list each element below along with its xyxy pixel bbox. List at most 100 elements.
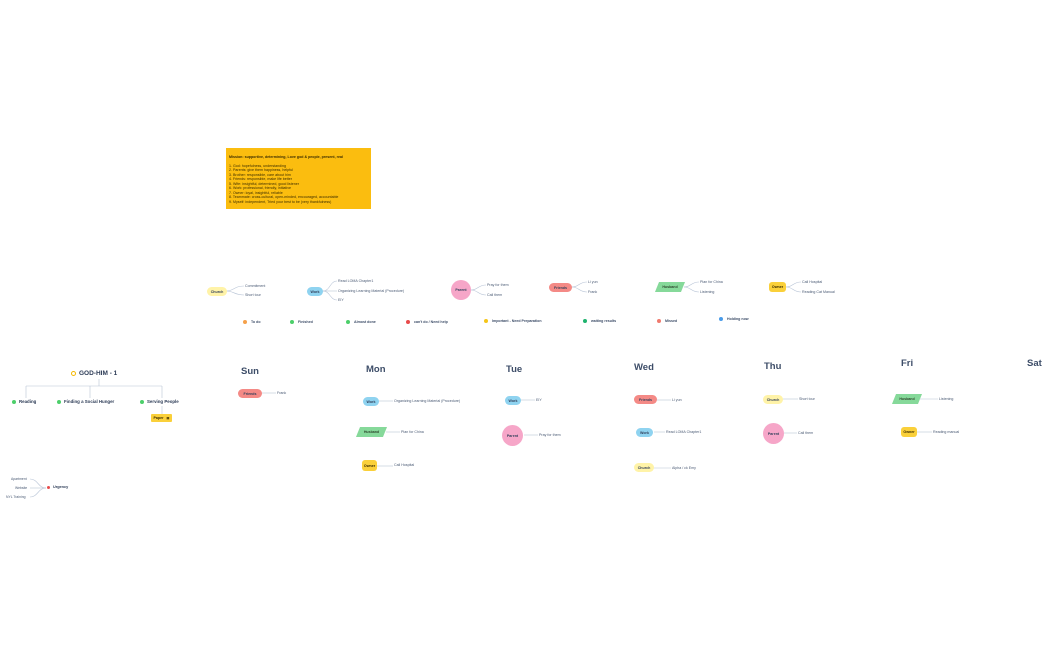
- wed-entry-tag[interactable]: Friends: [634, 395, 657, 404]
- urgency-node[interactable]: Urgency: [47, 485, 68, 489]
- tue-entry-tag[interactable]: Work: [505, 396, 521, 405]
- fri-entry-tag[interactable]: Husband: [894, 394, 920, 404]
- thu-entry-text[interactable]: Call them: [798, 431, 814, 435]
- legend-item-almost-done: Almost done: [346, 320, 376, 324]
- note-item: 6. Work: professional, friendly, initiat…: [229, 186, 291, 191]
- note-item: 1. God: hopefulness, understanding: [229, 163, 286, 168]
- thu-entry-tag[interactable]: Church: [763, 395, 783, 404]
- note-item: 2. Parents: give them happiness, helpful: [229, 168, 293, 173]
- mindmap-branch[interactable]: Finding a Social Hunger: [57, 399, 114, 404]
- friends-item[interactable]: Li yun: [588, 280, 598, 284]
- role-friends-node[interactable]: Friends: [549, 283, 572, 292]
- owner-item[interactable]: Call Hospital: [802, 280, 823, 284]
- thu-entry-tag[interactable]: Parent: [763, 423, 784, 444]
- role-husband-node[interactable]: Husband: [657, 282, 683, 292]
- legend-item-holding: Holding now: [719, 317, 749, 321]
- wed-entry-text[interactable]: Li yun: [672, 398, 682, 402]
- urgency-item[interactable]: Apartment: [11, 477, 27, 481]
- wed-entry-text[interactable]: Alpha / ck Emy: [672, 466, 696, 470]
- mon-entry-text[interactable]: Plan for China: [401, 430, 424, 434]
- urgency-item[interactable]: Website: [15, 486, 28, 490]
- sun-entry-text[interactable]: Frank: [277, 391, 287, 395]
- mindmap-root[interactable]: GOD-HIM - 1: [71, 370, 117, 377]
- role-parent-node[interactable]: Parent: [451, 280, 471, 300]
- church-item[interactable]: Commitment: [245, 284, 266, 288]
- tue-entry-text[interactable]: EIY: [536, 398, 542, 402]
- mon-entry-tag[interactable]: Work: [363, 397, 379, 406]
- work-item[interactable]: Organizing Learning Material (Procedure): [338, 289, 405, 293]
- status-dot-icon: [57, 399, 61, 404]
- urgency-label: Urgency: [53, 485, 69, 489]
- note-item: 8. Teammate: cross-cultural, open-minded…: [229, 195, 339, 200]
- day-header-sat: Sat: [1027, 358, 1042, 369]
- mon-entry-tag[interactable]: Owner: [362, 460, 377, 471]
- target-icon: [71, 371, 76, 376]
- sun-entry-tag[interactable]: Friends: [238, 389, 262, 398]
- branch-label: Finding a Social Hunger: [64, 399, 115, 404]
- mon-entry-tag[interactable]: Husband: [358, 427, 385, 437]
- fri-entry-text[interactable]: Reading manual: [933, 430, 960, 434]
- legend-item-finished: Finished: [290, 320, 313, 324]
- day-header-wed: Wed: [634, 362, 654, 373]
- branch-label: Serving People: [147, 399, 179, 404]
- status-dot-icon: [290, 320, 294, 324]
- mindmap-branch[interactable]: Serving People: [140, 399, 179, 404]
- fri-entry-text[interactable]: Listening: [939, 397, 954, 401]
- day-header-thu: Thu: [764, 361, 782, 372]
- wed-entry-tag[interactable]: Work: [636, 428, 653, 437]
- legend-item-need-help: can't do / Need help: [406, 320, 448, 324]
- role-church-node[interactable]: Church: [207, 287, 227, 296]
- mon-entry-text[interactable]: Organizing Learning Material (Procedure): [394, 399, 461, 403]
- church-item[interactable]: Short tour: [245, 293, 261, 297]
- legend-item-waiting: waiting results: [583, 319, 616, 323]
- owner-item[interactable]: Reading Cat Manual: [802, 290, 835, 294]
- day-header-fri: Fri: [901, 358, 914, 369]
- mindmap-branch[interactable]: Reading: [12, 399, 36, 404]
- tue-entry-tag[interactable]: Parent: [502, 425, 523, 446]
- legend-item-important: Important - Need Preparation: [484, 319, 542, 323]
- legend-label: Important - Need Preparation: [492, 319, 542, 323]
- thu-entry-text[interactable]: Short tour: [799, 397, 815, 401]
- note-item: 3. Brother: responsible, care about him: [229, 172, 291, 177]
- note-heading: Mission: supportive, determining, Love g…: [229, 155, 344, 159]
- mon-entry-text[interactable]: Call Hospital: [394, 463, 415, 467]
- note-item: 5. Wife: insightful, determined, good li…: [229, 181, 299, 186]
- mindmap-title: GOD-HIM - 1: [79, 370, 118, 377]
- husband-item[interactable]: Plan for China: [700, 280, 723, 284]
- urgency-item[interactable]: NYL Training: [6, 495, 26, 499]
- fri-entry-tag[interactable]: Owner: [901, 427, 917, 437]
- legend-label: To do: [251, 320, 261, 324]
- branch-label: Reading: [19, 399, 37, 404]
- role-work-node[interactable]: Work: [307, 287, 323, 296]
- work-item[interactable]: Read LOMA Chapter1: [338, 279, 374, 283]
- tue-entry-text[interactable]: Pray for them: [539, 433, 561, 437]
- legend-label: waiting results: [591, 319, 617, 323]
- legend-label: can't do / Need help: [414, 320, 448, 324]
- status-dot-icon: [657, 319, 661, 323]
- paper-tag-label: Paper: [153, 416, 164, 420]
- day-header-sun: Sun: [241, 366, 259, 377]
- parent-item[interactable]: Pray for them: [487, 283, 509, 287]
- friends-item[interactable]: Frank: [588, 290, 598, 294]
- paper-tag[interactable]: Paper ▤: [151, 414, 172, 422]
- day-header-mon: Mon: [366, 364, 386, 375]
- legend-label: Holding now: [727, 317, 749, 321]
- wed-entry-text[interactable]: Read LOMA Chapter1: [666, 430, 702, 434]
- status-dot-icon: [243, 320, 247, 324]
- husband-item[interactable]: Listening: [700, 290, 715, 294]
- work-item[interactable]: EIY: [338, 298, 344, 302]
- status-dot-icon: [47, 485, 50, 489]
- legend-item-missed: Missed: [657, 319, 677, 323]
- parent-item[interactable]: Call them: [487, 293, 503, 297]
- status-dot-icon: [484, 319, 488, 323]
- legend-label: Finished: [298, 320, 313, 324]
- status-dot-icon: [406, 320, 410, 324]
- role-owner-node[interactable]: Owner: [769, 282, 786, 292]
- wed-entry-tag[interactable]: Church: [634, 463, 654, 472]
- mission-note[interactable]: Mission: supportive, determining, Love g…: [226, 148, 371, 209]
- attachment-icon: ▤: [166, 416, 170, 420]
- status-dot-icon: [12, 399, 16, 404]
- note-item: 9. Myself: independent, Tried your best …: [229, 199, 332, 204]
- legend-item-todo: To do: [243, 320, 261, 324]
